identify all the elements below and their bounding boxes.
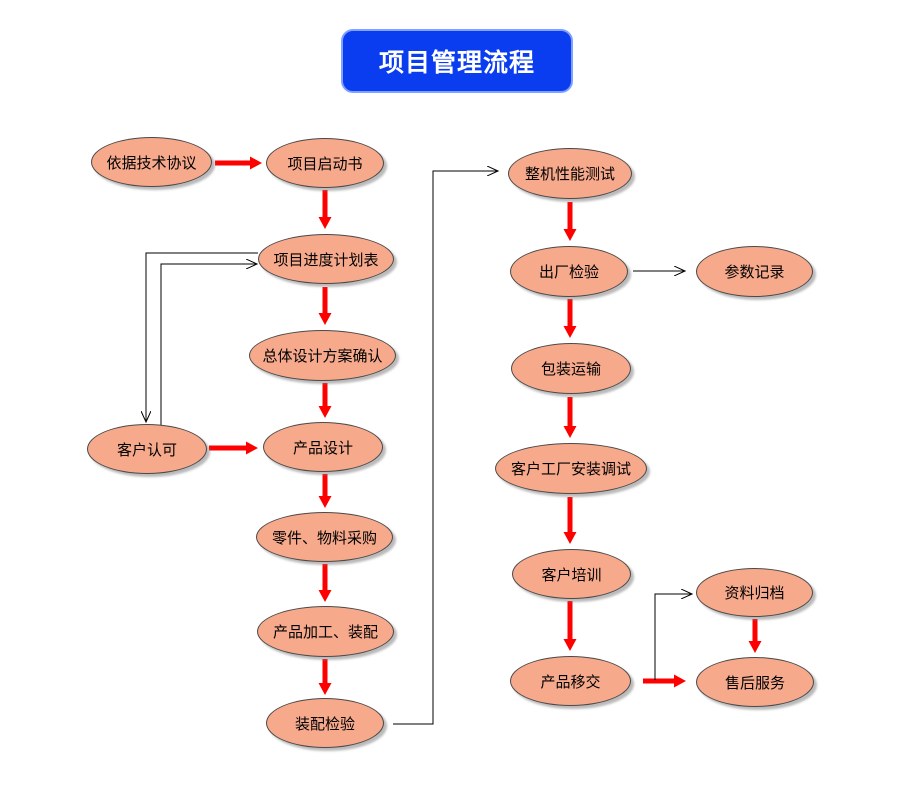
red-arrow-test-to-factory-inspection-head (563, 229, 577, 241)
connector-handover-to-archive (654, 594, 692, 680)
red-arrow-procurement-to-processing-head (318, 590, 332, 602)
node-handover: 产品移交 (510, 656, 631, 706)
node-processing: 产品加工、装配 (257, 606, 394, 657)
node-kickoff: 项目启动书 (266, 138, 384, 188)
node-design-confirm: 总体设计方案确认 (249, 330, 396, 381)
connector-approval-to-schedule (160, 264, 257, 427)
red-arrow-basis-to-kickoff-head (250, 156, 262, 170)
red-arrow-group (209, 156, 762, 695)
node-factory-inspection: 出厂检验 (510, 246, 628, 297)
line-arrow-group (146, 171, 692, 725)
red-arrow-training-to-handover-head (563, 639, 577, 651)
connector-inspection-to-test (393, 171, 498, 725)
node-schedule: 项目进度计划表 (258, 234, 394, 284)
node-customer-approval: 客户认可 (87, 424, 207, 474)
red-arrow-design-confirm-to-product-design-head (318, 406, 332, 418)
red-arrow-factory-to-packing-head (563, 326, 577, 338)
red-arrow-product-design-to-procurement-head (318, 496, 332, 508)
page-title: 项目管理流程 (341, 29, 573, 93)
node-archive: 资料归档 (696, 568, 813, 617)
red-arrow-packing-to-install-head (563, 426, 577, 438)
red-arrow-approval-to-product-design-head (246, 441, 258, 455)
red-arrow-archive-to-after-sales-head (748, 641, 762, 653)
node-packing-shipping: 包装运输 (511, 343, 631, 394)
connector-schedule-to-approval (146, 252, 258, 422)
node-product-design: 产品设计 (263, 422, 383, 472)
red-arrow-kickoff-to-schedule-head (318, 217, 332, 229)
node-procurement: 零件、物料采购 (256, 512, 393, 562)
node-machine-test: 整机性能测试 (508, 148, 632, 199)
node-after-sales: 售后服务 (696, 657, 814, 707)
red-arrow-processing-to-assembly-inspection-head (318, 683, 332, 695)
node-onsite-install: 客户工厂安装调试 (495, 443, 647, 494)
node-customer-training: 客户培训 (512, 549, 631, 599)
red-arrow-handover-to-after-sales-head (674, 674, 686, 688)
node-assembly-inspection: 装配检验 (266, 698, 384, 748)
red-arrow-schedule-to-design-confirm-head (318, 313, 332, 325)
node-params-record: 参数记录 (696, 246, 813, 297)
node-basis: 依据技术协议 (91, 137, 212, 187)
red-arrow-install-to-training-head (563, 532, 577, 544)
